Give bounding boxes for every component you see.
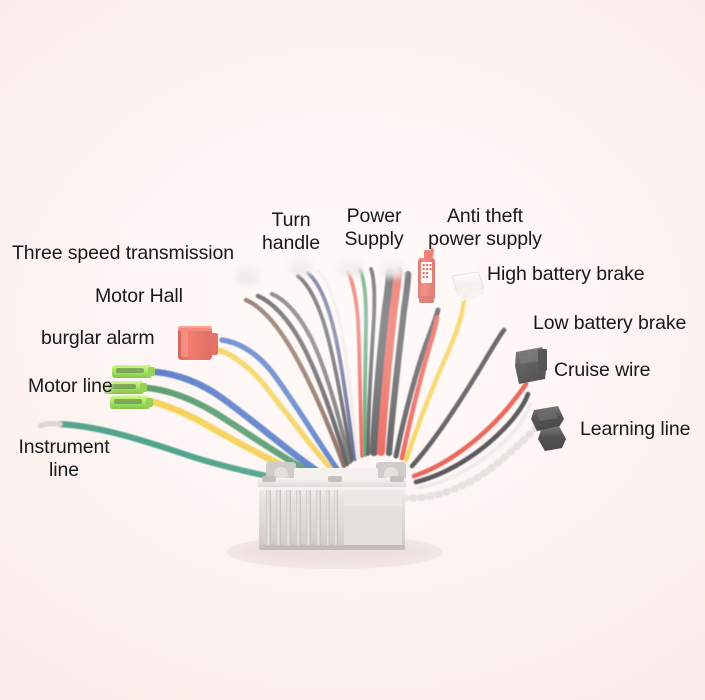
label-motor-hall: Motor Hall — [95, 285, 183, 307]
label-learning-line: Learning line — [580, 418, 691, 440]
label-anti-theft-power-supply: Anti theft power supply — [428, 205, 542, 250]
label-high-battery-brake: High battery brake — [487, 263, 645, 285]
label-burglar-alarm: burglar alarm — [41, 327, 155, 349]
connector-learning-black — [531, 406, 566, 451]
label-cruise-wire: Cruise wire — [554, 359, 651, 381]
connector-cruise-black — [515, 347, 547, 384]
label-motor-line: Motor line — [28, 375, 113, 397]
connector-burglar-alarm-red — [178, 326, 218, 360]
connector-brake-white — [451, 271, 485, 302]
label-three-speed-transmission: Three speed transmission — [12, 242, 234, 264]
controller-heatsink — [258, 462, 406, 550]
label-low-battery-brake: Low battery brake — [533, 312, 687, 334]
label-instrument-line: Instrument line — [18, 436, 110, 481]
label-turn-handle: Turn handle — [262, 209, 320, 254]
label-power-supply: Power Supply — [344, 205, 404, 250]
